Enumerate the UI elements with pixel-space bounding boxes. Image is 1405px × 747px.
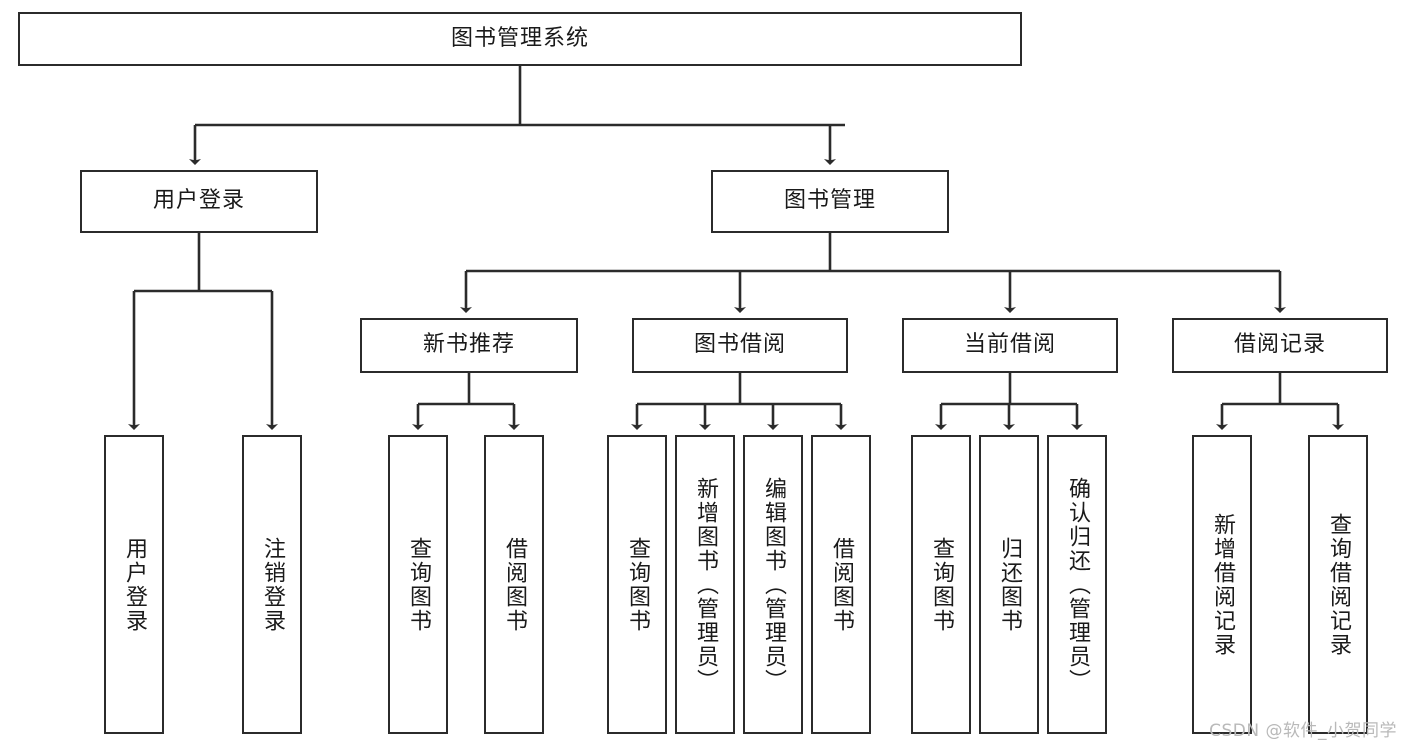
node-current-borrow-label: 当前借阅 [963, 332, 1056, 358]
leaf-query-book-2[interactable]: 查询图书 [607, 435, 667, 734]
node-book-management-label: 图书管理 [783, 188, 876, 214]
node-book-borrow-label: 图书借阅 [693, 332, 786, 358]
leaf-query-record-label: 查询借阅记录 [1325, 512, 1351, 657]
leaf-borrow-book-2[interactable]: 借阅图书 [811, 435, 871, 734]
leaf-borrow-book-2-label: 借阅图书 [828, 536, 854, 633]
node-book-borrow[interactable]: 图书借阅 [632, 318, 848, 373]
leaf-query-book-1-label: 查询图书 [405, 536, 431, 633]
leaf-edit-book[interactable]: 编辑图书（管理员） [743, 435, 803, 734]
node-user-login-label: 用户登录 [152, 188, 245, 214]
leaf-add-record-label: 新增借阅记录 [1209, 512, 1235, 657]
leaf-user-logout[interactable]: 注销登录 [242, 435, 302, 734]
leaf-add-book-label: 新增图书（管理员） [692, 476, 718, 693]
node-borrow-record-label: 借阅记录 [1233, 332, 1326, 358]
leaf-borrow-book-1[interactable]: 借阅图书 [484, 435, 544, 734]
leaf-return-book[interactable]: 归还图书 [979, 435, 1039, 734]
leaf-query-record[interactable]: 查询借阅记录 [1308, 435, 1368, 734]
leaf-confirm-return[interactable]: 确认归还（管理员） [1047, 435, 1107, 734]
node-root-label: 图书管理系统 [450, 25, 589, 51]
leaf-borrow-book-1-label: 借阅图书 [501, 536, 527, 633]
leaf-query-book-1[interactable]: 查询图书 [388, 435, 448, 734]
leaf-query-book-2-label: 查询图书 [624, 536, 650, 633]
node-user-login[interactable]: 用户登录 [80, 170, 318, 233]
node-root[interactable]: 图书管理系统 [18, 12, 1022, 66]
leaf-user-logout-label: 注销登录 [259, 536, 285, 633]
leaf-query-book-3-label: 查询图书 [928, 536, 954, 633]
leaf-query-book-3[interactable]: 查询图书 [911, 435, 971, 734]
leaf-add-record[interactable]: 新增借阅记录 [1192, 435, 1252, 734]
node-new-book-recommend-label: 新书推荐 [422, 332, 515, 358]
node-current-borrow[interactable]: 当前借阅 [902, 318, 1118, 373]
leaf-user-login[interactable]: 用户登录 [104, 435, 164, 734]
leaf-confirm-return-label: 确认归还（管理员） [1064, 476, 1090, 693]
leaf-add-book[interactable]: 新增图书（管理员） [675, 435, 735, 734]
node-new-book-recommend[interactable]: 新书推荐 [360, 318, 578, 373]
node-borrow-record[interactable]: 借阅记录 [1172, 318, 1388, 373]
leaf-return-book-label: 归还图书 [996, 536, 1022, 633]
node-book-management[interactable]: 图书管理 [711, 170, 949, 233]
leaf-user-login-label: 用户登录 [121, 536, 147, 633]
leaf-edit-book-label: 编辑图书（管理员） [760, 476, 786, 693]
watermark: CSDN @软件_小贺同学 [1209, 721, 1397, 741]
